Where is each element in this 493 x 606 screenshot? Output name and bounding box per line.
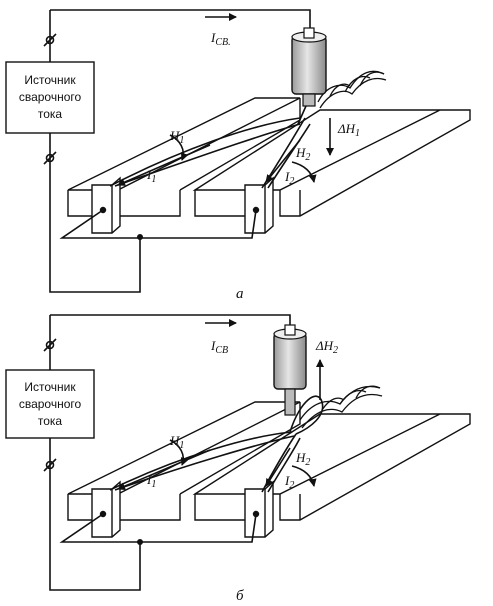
wire-left-lower xyxy=(49,133,141,293)
source-text-b-2: сварочного xyxy=(19,397,82,411)
arrow-i1-b xyxy=(117,449,211,490)
electrode-a xyxy=(291,27,327,125)
label-i1-a: I1 xyxy=(146,167,156,185)
arrow-i2-a xyxy=(265,139,301,183)
source-box-a xyxy=(5,61,95,134)
clamp-right-b xyxy=(244,480,274,538)
field-line-2b xyxy=(114,435,295,491)
label-isv-b: IСВ xyxy=(210,338,228,356)
source-text-a-2: сварочного xyxy=(19,90,82,104)
labels-a: IСВ. Источник сварочного тока H1 H2 I1 I… xyxy=(19,30,360,302)
terminal-bottom-b xyxy=(43,458,57,472)
arc-h2-b xyxy=(291,465,317,487)
junction-a xyxy=(137,234,143,240)
label-h2-a: H2 xyxy=(295,145,310,163)
electrode-b xyxy=(273,324,307,416)
source-text-b-1: Источник xyxy=(24,380,76,394)
source-text-b-3: тока xyxy=(38,414,63,428)
arc-h1-a xyxy=(169,134,189,161)
field-line-1b xyxy=(109,431,293,491)
label-h1-b: H1 xyxy=(169,433,184,451)
label-h2-b: H2 xyxy=(295,450,310,468)
label-i1-b: I1 xyxy=(146,472,156,490)
clamp-wire-a xyxy=(59,209,257,239)
arc-h1-b xyxy=(169,439,189,466)
terminal-bottom xyxy=(43,151,57,165)
weld-bead-a xyxy=(317,70,387,109)
field-line-1a xyxy=(109,117,301,187)
label-isv-a: IСВ. xyxy=(210,30,231,48)
clamp-wire-b xyxy=(59,513,257,543)
weld-bead-b xyxy=(299,385,383,429)
junction-b xyxy=(137,539,143,545)
arc-h2-a xyxy=(291,161,317,183)
arrow-i2-b xyxy=(265,447,291,487)
plate-right-a xyxy=(192,109,471,217)
caption-b: б xyxy=(236,588,244,604)
label-delta-a: ΔH1 xyxy=(337,121,360,139)
source-text-a-3: тока xyxy=(38,107,63,121)
source-text-a-1: Источник xyxy=(24,73,76,87)
arrow-i1-a xyxy=(117,144,211,186)
wire-top xyxy=(50,9,311,28)
wire-top-b xyxy=(50,314,291,328)
source-box-b xyxy=(5,369,95,439)
panel-b xyxy=(5,314,471,591)
field-line-2a xyxy=(114,123,301,187)
labels-b: IСВ ΔH2 Источник сварочного тока H1 H2 I… xyxy=(19,338,338,604)
caption-a: а xyxy=(236,286,244,302)
terminal-top-b xyxy=(43,338,57,352)
plate-right-b xyxy=(192,413,471,521)
terminal-top xyxy=(43,33,57,47)
field-line-4b xyxy=(267,437,301,493)
label-h1-a: H1 xyxy=(169,128,184,146)
field-loop-b xyxy=(289,395,324,435)
label-delta-b: ΔH2 xyxy=(315,338,338,356)
wire-left-lower-b xyxy=(49,438,141,591)
panel-a xyxy=(5,9,471,293)
label-i2-b: I2 xyxy=(284,473,294,491)
label-i2-a: I2 xyxy=(284,169,294,187)
clamp-right-a xyxy=(244,176,274,234)
